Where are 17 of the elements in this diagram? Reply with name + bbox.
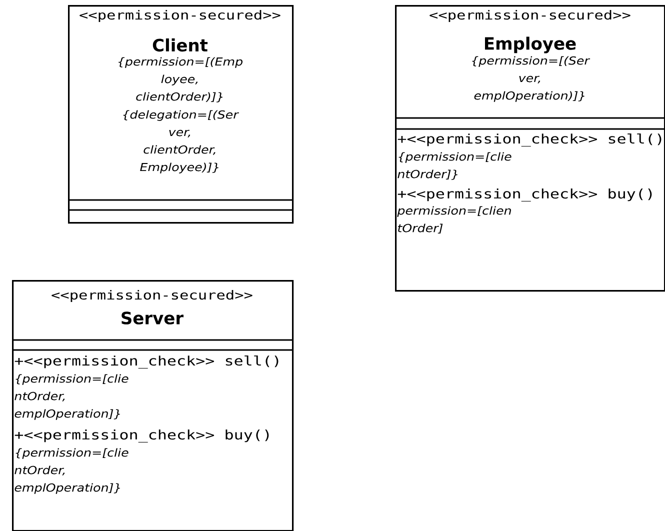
constraint-text: {permission=[clie ntOrder]} bbox=[398, 152, 512, 180]
class-name: Employee bbox=[485, 36, 576, 54]
operation-text: +<<permission_check>> sell() bbox=[398, 134, 662, 147]
operation-text: +<<permission_check>> buy() bbox=[14, 430, 269, 442]
constraint-text: {permission=[clie ntOrder, emplOperation]} bbox=[14, 448, 128, 494]
stereotype-label: <<permission-secured>> bbox=[430, 10, 630, 22]
stereotype-label: <<permission-secured>> bbox=[80, 10, 280, 22]
class-name: Server bbox=[122, 312, 184, 324]
constraint-text: {permission=[clie ntOrder, emplOperation]} bbox=[14, 374, 128, 420]
constraint-text: {delegation=[(Ser ver, clientOrder, Employee)]} bbox=[123, 110, 239, 174]
constraint-text: permission=[clien tOrder] bbox=[397, 206, 511, 234]
constraint-text: {permission=[(Emp loyee, clientOrder)]} bbox=[118, 57, 242, 102]
operation-text: +<<permission_check>> sell() bbox=[14, 356, 278, 369]
operation-text: +<<permission_check>> buy() bbox=[398, 188, 652, 202]
constraint-text: {permission=[(Ser ver, emplOperation)]} bbox=[472, 56, 590, 102]
stereotype-label: <<permission-secured>> bbox=[52, 290, 252, 302]
class-name: Client bbox=[152, 38, 208, 52]
